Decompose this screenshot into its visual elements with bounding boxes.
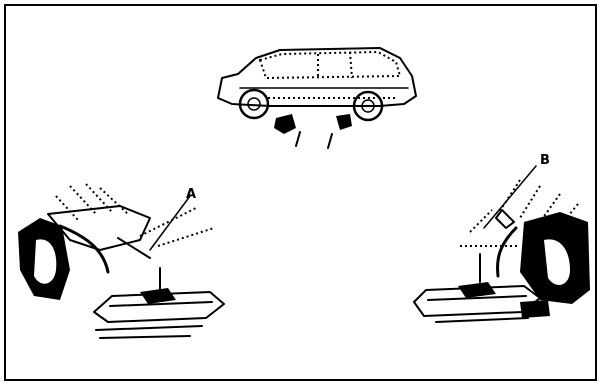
rear-jack-illustration [414,166,590,322]
callout-b: B [540,153,550,168]
vehicle-illustration [218,48,416,148]
callout-a: A [186,187,196,202]
front-jack-illustration [18,184,224,338]
